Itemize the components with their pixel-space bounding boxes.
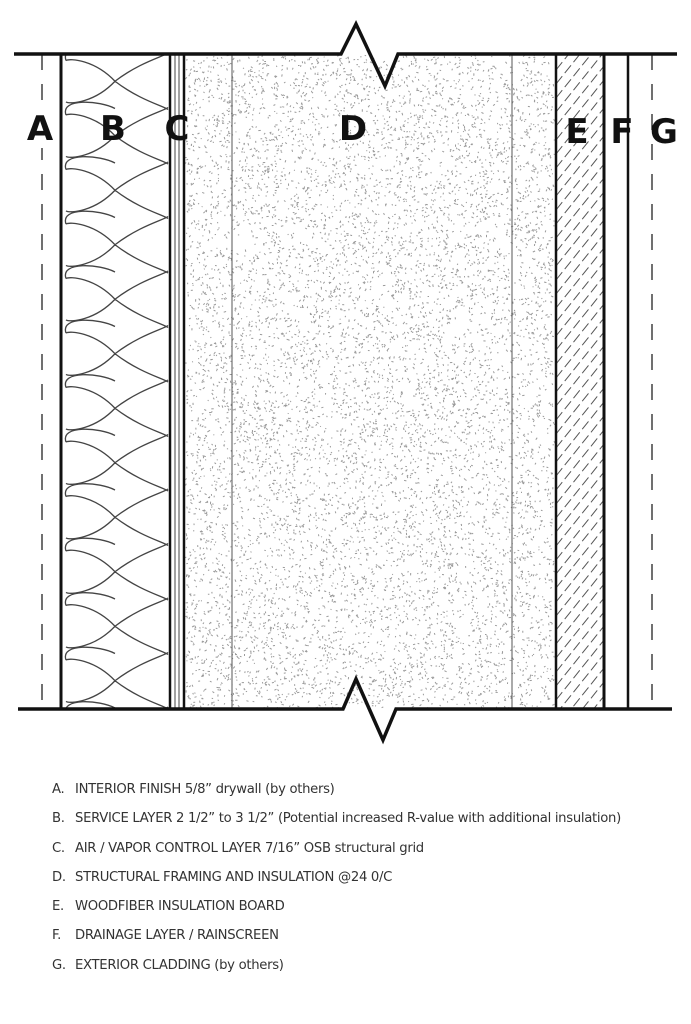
label-d: D (339, 109, 367, 149)
legend-item-e: E. WOODFIBER INSULATION BOARD (52, 897, 621, 926)
batt-lobes (64, 55, 169, 708)
label-f: F (610, 112, 633, 152)
wall-section-diagram: A B C D E F G (14, 19, 678, 745)
legend-item-f: F. DRAINAGE LAYER / RAINSCREEN (52, 926, 621, 955)
legend-text: EXTERIOR CLADDING (by others) (75, 957, 284, 973)
label-bg (24, 108, 58, 148)
label-b: B (100, 109, 126, 149)
label-a: A (27, 109, 54, 149)
legend-key: B. (52, 811, 65, 827)
legend-item-a: A. INTERIOR FINISH 5/8” drywall (by other… (52, 780, 621, 809)
legend-key: G. (52, 957, 66, 973)
stipple-fill-structural-layer (184, 54, 556, 710)
legend-item-c: C. AIR / VAPOR CONTROL LAYER 7/16” OSB st… (52, 839, 621, 868)
legend-text: AIR / VAPOR CONTROL LAYER 7/16” OSB stru… (75, 840, 424, 856)
legend-key: E. (52, 899, 64, 915)
legend-text: STRUCTURAL FRAMING AND INSULATION @24 0/… (75, 869, 393, 885)
legend-item-d: D. STRUCTURAL FRAMING AND INSULATION @24 … (52, 868, 621, 897)
top-break-line (14, 19, 677, 91)
legend-key: F. (52, 928, 62, 944)
legend-list: A. INTERIOR FINISH 5/8” drywall (by other… (52, 780, 621, 985)
stipple-dots (184, 54, 556, 710)
legend-text: WOODFIBER INSULATION BOARD (75, 899, 285, 915)
label-c: C (165, 109, 190, 149)
legend-item-b: B. SERVICE LAYER 2 1/2” to 3 1/2” (Potent… (52, 809, 621, 838)
legend-text: SERVICE LAYER 2 1/2” to 3 1/2” (Potentia… (75, 811, 621, 827)
label-e: E (565, 112, 588, 152)
legend-item-g: G. EXTERIOR CLADDING (by others) (52, 956, 621, 985)
legend-key: A. (52, 782, 65, 797)
legend-text: INTERIOR FINISH 5/8” drywall (by others) (75, 782, 335, 797)
legend-key: C. (52, 840, 65, 856)
bottom-break-line (18, 674, 672, 745)
legend-key: D. (52, 869, 66, 885)
legend-text: DRAINAGE LAYER / RAINSCREEN (75, 928, 279, 944)
batt-insulation-service-layer (64, 55, 169, 708)
label-g: G (650, 112, 678, 152)
